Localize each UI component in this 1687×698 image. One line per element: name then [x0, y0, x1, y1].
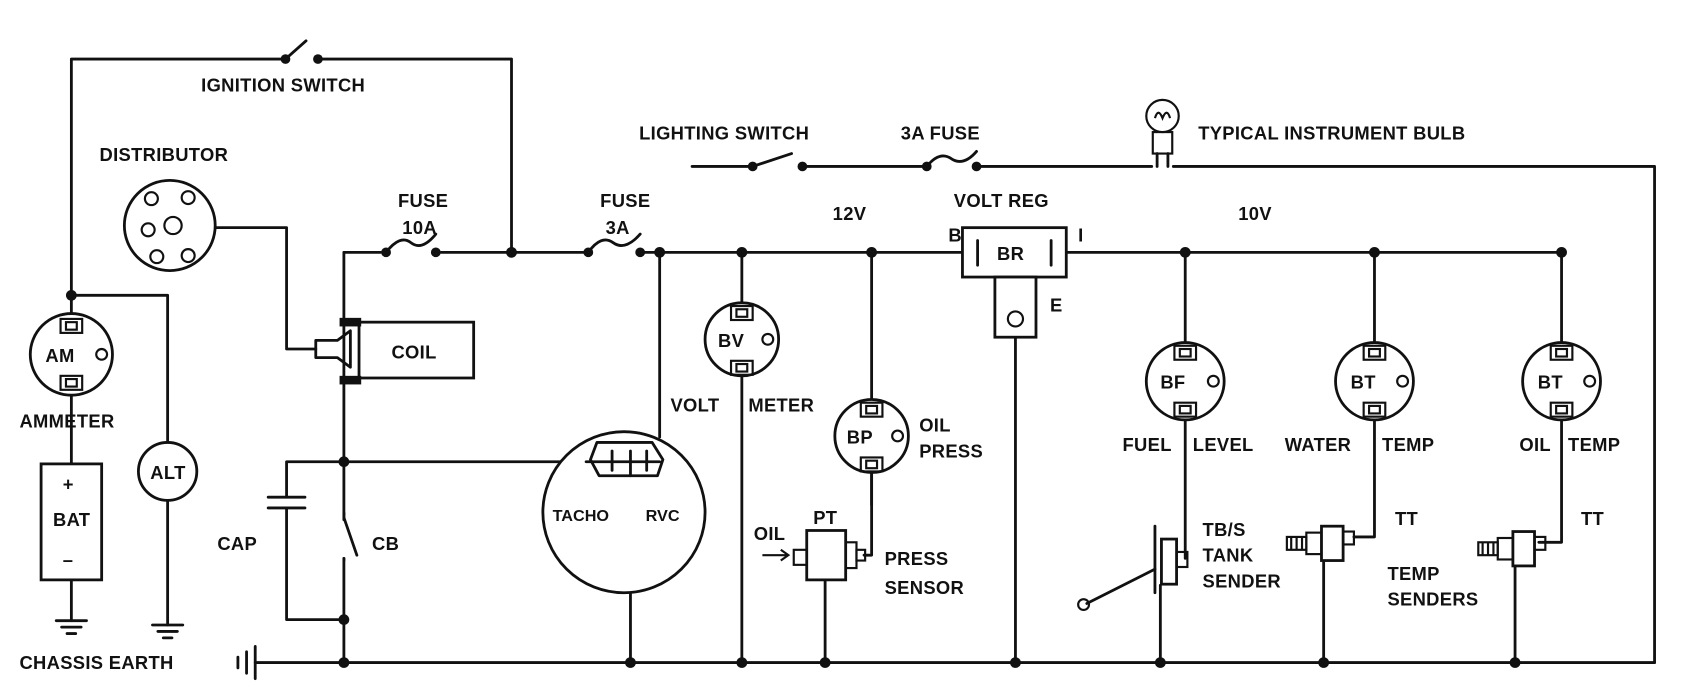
reg-e-label: E — [1050, 294, 1063, 315]
temp-senders-caption: TEMP SENDERS — [1387, 563, 1478, 610]
oil-temp-sender: TT — [1477, 508, 1604, 568]
distributor-label: DISTRIBUTOR — [99, 144, 228, 165]
fuel-level-label-2: LEVEL — [1193, 434, 1254, 455]
bt-water-label: BT — [1351, 372, 1376, 393]
alternator: ALT — [137, 441, 199, 502]
ignition-switch: IGNITION SWITCH — [201, 39, 365, 95]
lighting-switch-label: LIGHTING SWITCH — [639, 123, 809, 144]
12v-label: 12V — [833, 203, 867, 224]
press-sensor-label-1: PRESS — [885, 548, 949, 569]
ammeter-label: AMMETER — [19, 410, 114, 431]
reg-br-label: BR — [997, 243, 1024, 264]
oil-pressure-gauge: BP OIL PRESS — [833, 398, 983, 474]
instrument-bulb: TYPICAL INSTRUMENT BULB — [1145, 98, 1465, 168]
tt-label-1: TT — [1395, 508, 1418, 529]
voltage-regulator: BR B I E VOLT REG 12V 10V — [833, 190, 1272, 339]
volt-meter-label-2: METER — [748, 394, 814, 415]
cap-label: CAP — [217, 533, 257, 554]
tt-label-2: TT — [1581, 508, 1604, 529]
water-temp-gauge: BT WATER TEMP — [1285, 341, 1434, 455]
oil-temp-label-2: TEMP — [1568, 434, 1620, 455]
bf-label: BF — [1160, 372, 1185, 393]
cb-label: CB — [372, 533, 399, 554]
instrument-bulb-label: TYPICAL INSTRUMENT BULB — [1198, 123, 1465, 144]
battery-label: BAT — [53, 509, 90, 530]
rvc-label: RVC — [646, 507, 680, 525]
water-temp-label-1: WATER — [1285, 434, 1352, 455]
fuel-gauge: BF FUEL LEVEL — [1123, 341, 1254, 455]
fuse-3a: FUSE 3A — [583, 190, 650, 258]
bv-label: BV — [718, 330, 745, 351]
reg-b-label: B — [948, 225, 962, 246]
fuse-10a-label-top: FUSE — [398, 190, 448, 211]
contact-breaker: CB — [342, 511, 399, 562]
10v-label: 10V — [1238, 203, 1272, 224]
chassis-earth-label: CHASSIS EARTH — [19, 652, 173, 673]
fuse-3a-label-bottom: 3A — [606, 217, 630, 238]
fuse-10a-label-bottom: 10A — [402, 217, 437, 238]
battery-plus: + — [63, 474, 74, 495]
volt-meter: BV VOLT METER — [670, 301, 814, 415]
fuse-3a-lighting-label: 3A FUSE — [901, 123, 980, 144]
oil-temp-gauge: BT OIL TEMP — [1519, 341, 1620, 455]
coil-label: COIL — [391, 342, 436, 363]
tachometer: TACHO RVC — [541, 430, 707, 595]
oil-temp-label-1: OIL — [1519, 434, 1551, 455]
ammeter: AM AMMETER — [19, 312, 114, 431]
temp-senders-label-1: TEMP — [1387, 563, 1439, 584]
lighting-switch: LIGHTING SWITCH — [639, 123, 809, 172]
distributor: DISTRIBUTOR — [99, 144, 228, 273]
earth-symbols: CHASSIS EARTH — [19, 619, 257, 681]
temp-senders-label-2: SENDERS — [1387, 589, 1478, 610]
water-temp-sender: TT — [1285, 508, 1418, 562]
capacitor: CAP — [217, 495, 307, 554]
ignition-coil: COIL — [314, 317, 476, 385]
bp-label: BP — [847, 427, 873, 448]
volt-meter-label-1: VOLT — [670, 394, 719, 415]
pressure-sensor: OIL PT PRESS SENSOR — [754, 507, 964, 598]
battery-minus: – — [63, 549, 74, 570]
alt-label: ALT — [150, 462, 185, 483]
battery: + BAT – — [39, 462, 104, 582]
volt-reg-label: VOLT REG — [954, 190, 1049, 211]
fuel-level-label-1: FUEL — [1123, 434, 1172, 455]
water-temp-label-2: TEMP — [1382, 434, 1434, 455]
fuse-10a: FUSE 10A — [381, 190, 448, 258]
tank-sender-label-2: TANK — [1203, 545, 1254, 566]
ignition-switch-label: IGNITION SWITCH — [201, 74, 365, 95]
pt-label: PT — [813, 507, 837, 528]
oil-press-label-2: PRESS — [919, 441, 983, 462]
reg-i-label: I — [1078, 225, 1083, 246]
fuse-3a-lighting: 3A FUSE — [901, 123, 982, 172]
oil-press-label-1: OIL — [919, 415, 951, 436]
tacho-label: TACHO — [553, 507, 609, 525]
bt-oil-label: BT — [1538, 372, 1563, 393]
oil-in-label: OIL — [754, 523, 786, 544]
tank-sender-label-1: TB/S — [1203, 519, 1246, 540]
tank-sender: TB/S TANK SENDER — [1077, 519, 1281, 612]
am-label: AM — [45, 345, 74, 366]
junction-dots — [65, 246, 1567, 668]
tank-sender-label-3: SENDER — [1203, 570, 1281, 591]
press-sensor-label-2: SENSOR — [885, 577, 964, 598]
fuse-3a-label-top: FUSE — [600, 190, 650, 211]
